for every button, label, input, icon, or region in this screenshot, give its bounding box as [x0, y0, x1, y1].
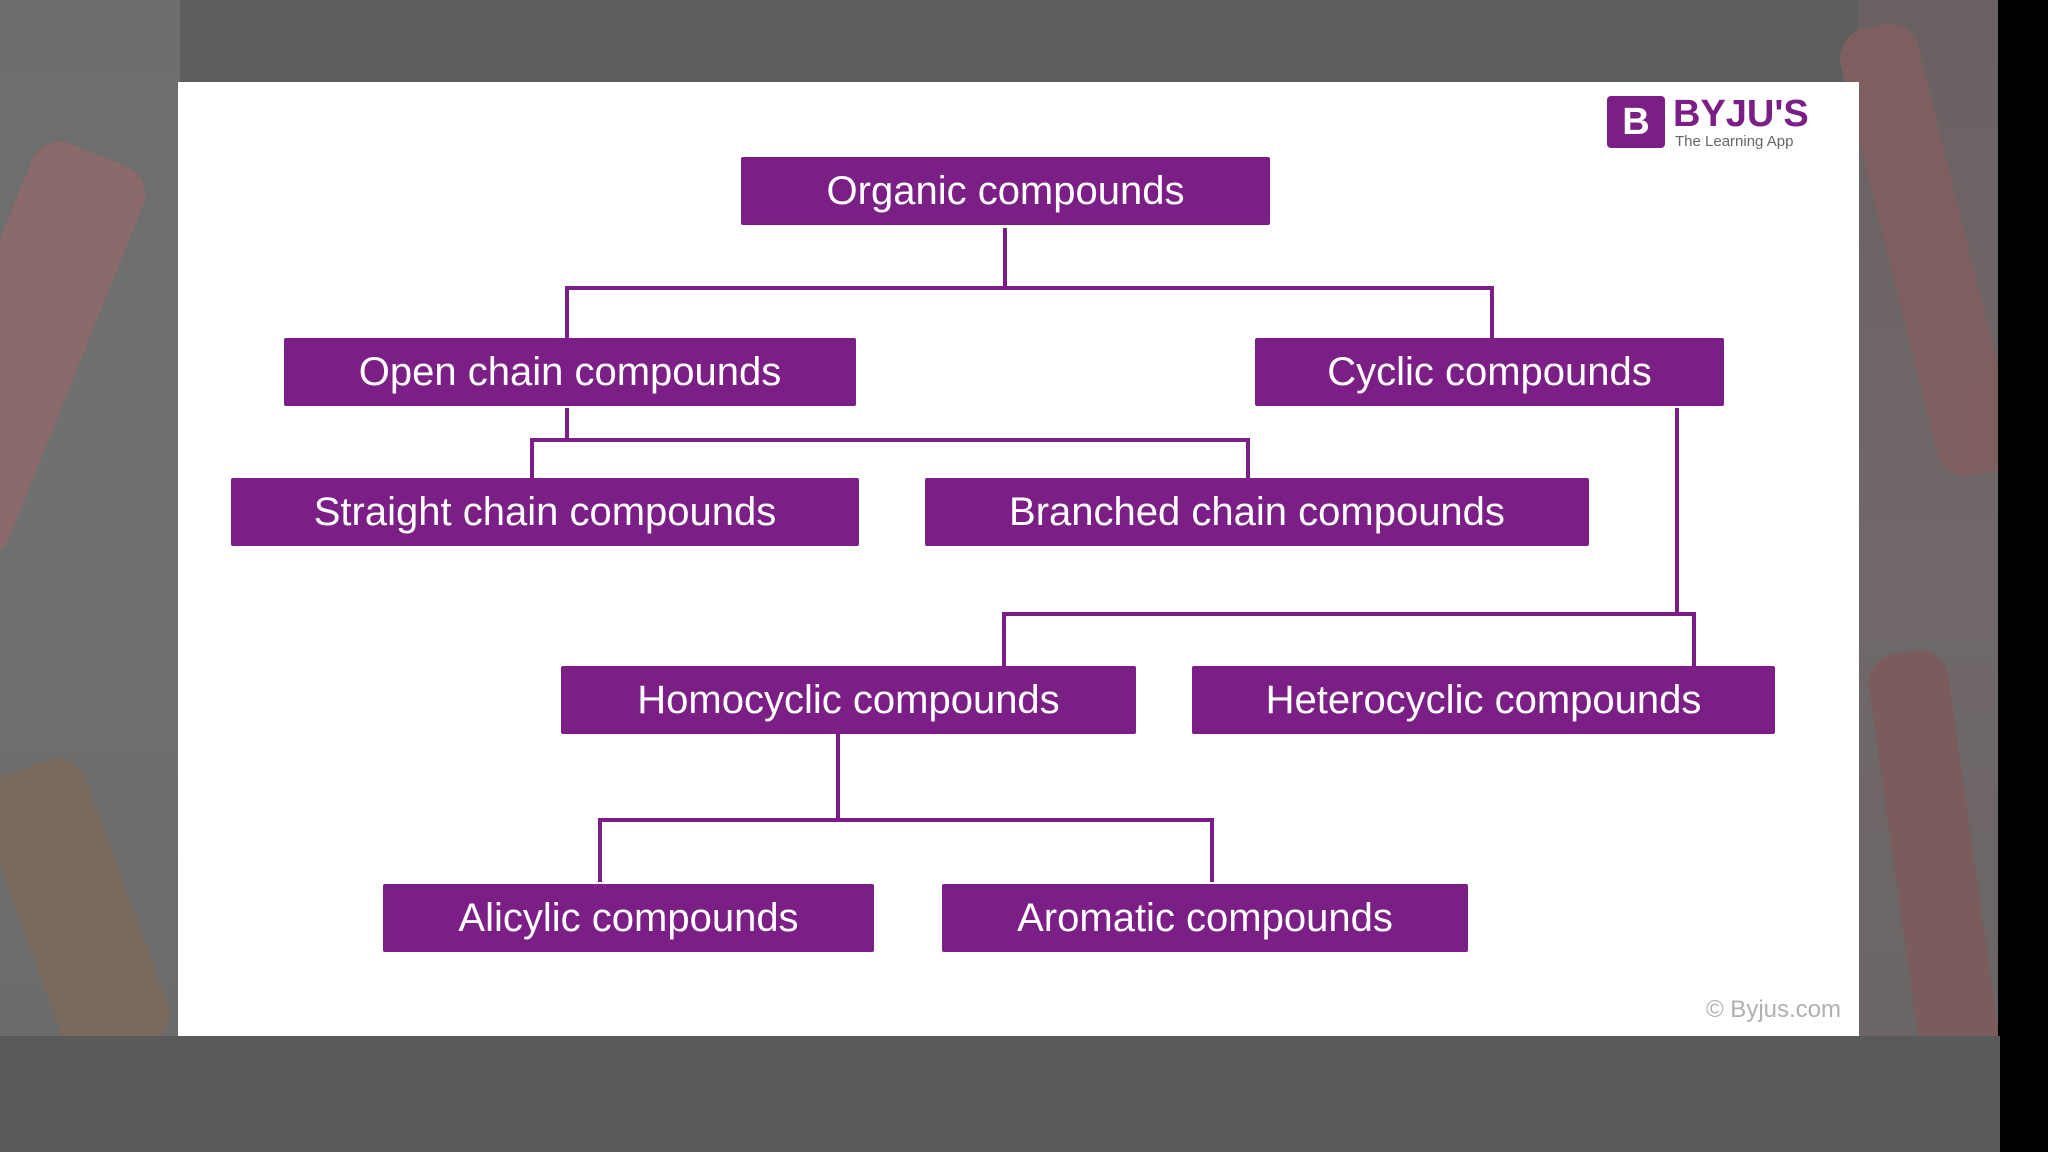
test-tube-decoration — [1833, 17, 2023, 483]
copyright-credit: © Byjus.com — [1705, 996, 1841, 1023]
node-cyclic-compounds: Cyclic compounds — [1255, 338, 1724, 406]
node-straight-chain-compounds: Straight chain compounds — [231, 478, 859, 546]
clamp-decoration — [0, 750, 178, 1070]
screen-edge — [1998, 0, 2048, 1152]
node-branched-chain-compounds: Branched chain compounds — [925, 478, 1589, 546]
diagram-card: Organic compounds Open chain compounds C… — [178, 82, 1859, 1036]
connector-open-chain-bus — [530, 438, 1250, 478]
node-organic-compounds: Organic compounds — [741, 157, 1270, 225]
background-right-decoration — [1833, 0, 2023, 1152]
background-left-decoration — [0, 0, 180, 1152]
logo-tagline: The Learning App — [1675, 133, 1794, 150]
background-bottom — [0, 1036, 2000, 1152]
logo-badge-icon: B — [1607, 96, 1665, 148]
node-aromatic-compounds: Aromatic compounds — [942, 884, 1468, 952]
node-alicylic-compounds: Alicylic compounds — [383, 884, 874, 952]
connector-homocyclic-bus — [598, 818, 1214, 882]
connector-cyclic-bus — [1002, 612, 1696, 666]
logo-letter: B — [1622, 101, 1650, 143]
byjus-logo: B BYJU'S The Learning App — [1607, 93, 1837, 154]
logo-name: BYJU'S — [1673, 93, 1809, 135]
node-homocyclic-compounds: Homocyclic compounds — [561, 666, 1136, 734]
node-open-chain-compounds: Open chain compounds — [284, 338, 856, 406]
connector-organic-bus — [565, 286, 1494, 338]
connector-lines — [530, 228, 1696, 882]
node-heterocyclic-compounds: Heterocyclic compounds — [1192, 666, 1775, 734]
test-tube-decoration — [0, 132, 155, 568]
